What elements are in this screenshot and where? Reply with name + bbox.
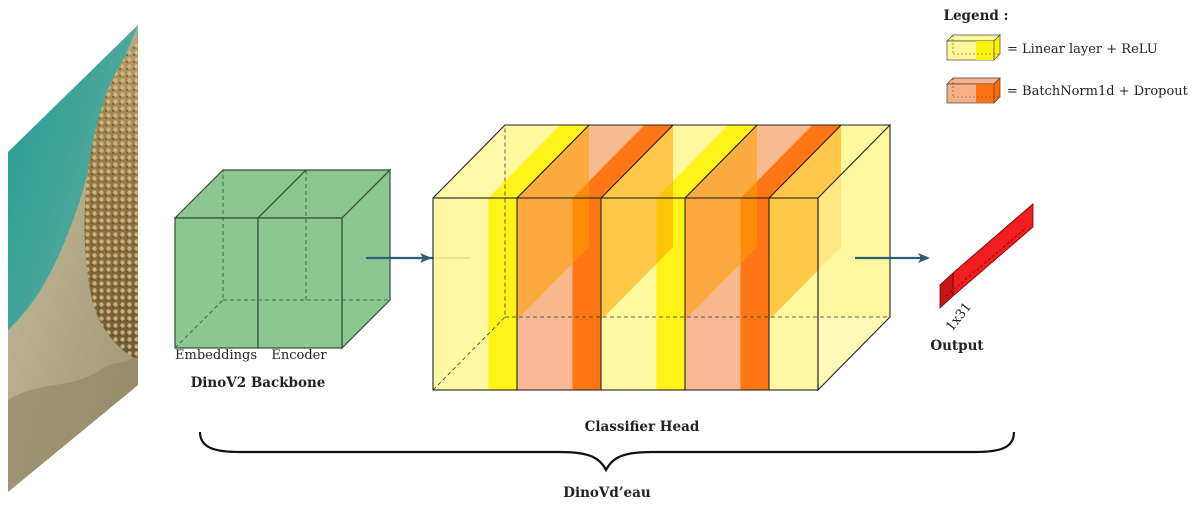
classifier-head-title: Classifier Head — [585, 419, 700, 435]
legend-swatch-batchnorm-dropout-icon — [946, 77, 1001, 104]
output-vector-cube — [939, 203, 1034, 309]
legend: Legend : = Linear layer + ReLU = BatchNo… — [943, 8, 1189, 104]
backbone-block — [257, 217, 343, 349]
backbone-title: DinoV2 Backbone — [191, 375, 326, 391]
classifier-head-layer-stack — [432, 123, 891, 392]
legend-swatch-linear-relu-icon — [946, 34, 1001, 61]
input-image — [8, 25, 138, 492]
model-brace — [198, 431, 1016, 473]
output-title: Output — [930, 338, 984, 354]
output-dims-label: 1x31 — [943, 300, 975, 335]
backbone-block — [174, 217, 259, 349]
backbone: Embeddings Encoder DinoV2 Backbone — [173, 168, 392, 391]
model-title: DinoVd’eau — [563, 485, 651, 501]
output: 1x31 Output — [930, 203, 1034, 354]
backbone-block-label-embeddings: Embeddings — [175, 348, 257, 363]
legend-label-batchnorm-dropout: = BatchNorm1d + Dropout — [1007, 84, 1189, 99]
backbone-block-label-encoder: Encoder — [271, 348, 327, 363]
legend-label-linear-relu: = Linear layer + ReLU — [1007, 42, 1158, 57]
backbone-block-cube — [173, 168, 392, 350]
legend-title: Legend : — [943, 8, 1008, 24]
classifier-head: Classifier Head — [432, 123, 891, 435]
coral-reef-photo-icon — [8, 25, 138, 492]
